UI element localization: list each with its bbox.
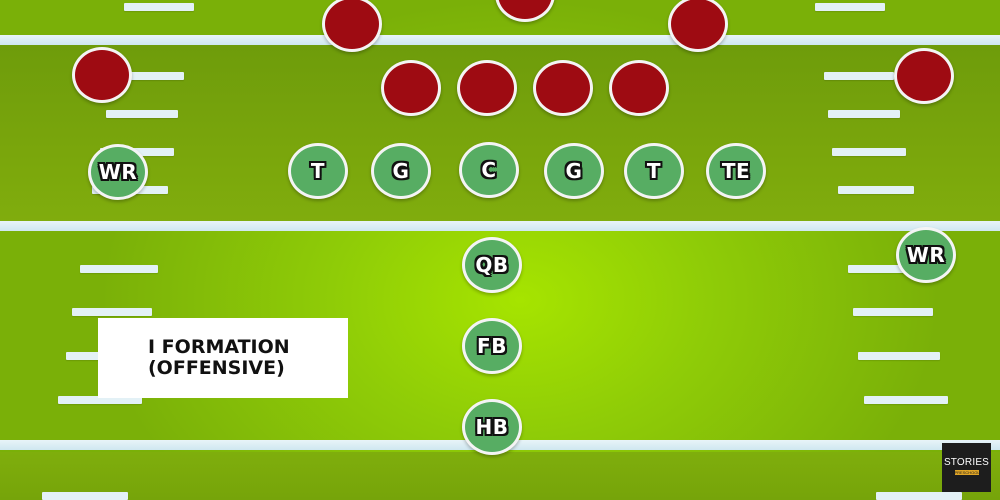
defender-marker: [533, 60, 593, 116]
player-halfback: HB: [462, 399, 522, 455]
player-label: C: [481, 158, 497, 182]
hash-mark: [815, 3, 885, 11]
player-guard-left: G: [371, 143, 431, 199]
player-tight-end: TE: [706, 143, 766, 199]
player-label: G: [392, 159, 410, 183]
field-band-bottom: [0, 452, 1000, 500]
hash-mark: [838, 186, 914, 194]
player-label: FB: [477, 334, 507, 358]
hash-mark: [828, 110, 900, 118]
hash-mark: [106, 110, 178, 118]
logo-subtext: PRESCHOOL: [954, 470, 979, 475]
hash-mark: [42, 492, 128, 500]
player-fullback: FB: [462, 318, 522, 374]
player-label: WR: [98, 160, 138, 184]
hash-mark: [80, 265, 158, 273]
hash-mark: [864, 396, 948, 404]
player-label: QB: [475, 253, 509, 277]
formation-title: I FORMATION: [148, 336, 290, 358]
defender-marker: [609, 60, 669, 116]
defender-marker: [72, 47, 132, 103]
player-guard-right: G: [544, 143, 604, 199]
player-tackle-left: T: [288, 143, 348, 199]
defender-marker: [322, 0, 382, 52]
player-label: T: [646, 159, 662, 183]
hash-mark: [824, 72, 894, 80]
player-label: HB: [475, 415, 509, 439]
hash-mark: [124, 3, 194, 11]
hash-mark: [858, 352, 940, 360]
hash-mark: [876, 492, 962, 500]
player-wr-right: WR: [896, 227, 956, 283]
formation-title-box: I FORMATION (OFFENSIVE): [98, 318, 348, 398]
player-wr-left: WR: [88, 144, 148, 200]
hash-mark: [848, 265, 926, 273]
defender-marker: [457, 60, 517, 116]
yard-line-top: [0, 35, 1000, 45]
player-quarterback: QB: [462, 237, 522, 293]
hash-mark: [114, 72, 184, 80]
hash-mark: [58, 396, 142, 404]
defender-marker: [668, 0, 728, 52]
defender-marker: [894, 48, 954, 104]
formation-subtitle: (OFFENSIVE): [148, 357, 285, 379]
player-center: C: [459, 142, 519, 198]
player-tackle-right: T: [624, 143, 684, 199]
defender-marker: [381, 60, 441, 116]
hash-mark: [832, 148, 906, 156]
player-label: T: [310, 159, 326, 183]
player-label: WR: [906, 243, 946, 267]
yard-line-middle: [0, 221, 1000, 231]
hash-mark: [72, 308, 152, 316]
hash-mark: [853, 308, 933, 316]
defender-marker: [495, 0, 555, 22]
player-label: G: [565, 159, 583, 183]
logo-text: STORIES: [943, 457, 990, 468]
brand-logo: STORIES PRESCHOOL: [942, 443, 991, 492]
player-label: TE: [721, 159, 751, 183]
